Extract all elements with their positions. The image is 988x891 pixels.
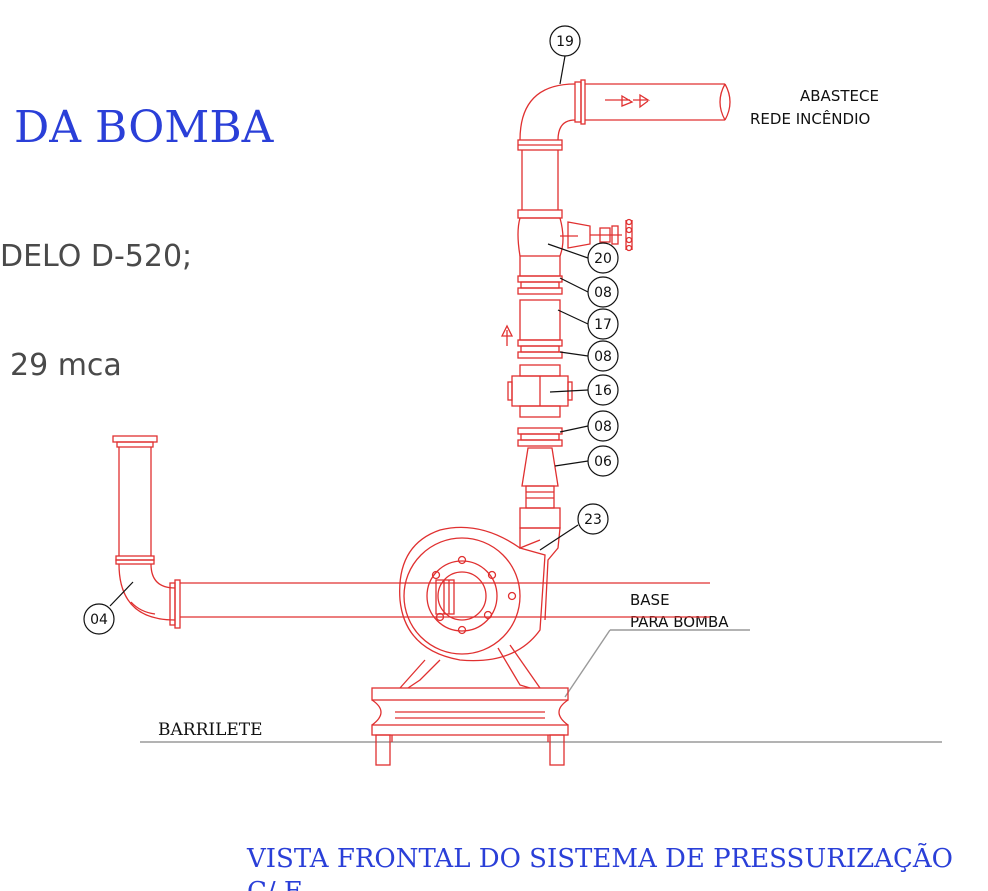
callout-23: 23 [539, 503, 609, 551]
svg-text:23: 23 [584, 512, 602, 528]
callout-19: 19 [549, 25, 581, 85]
caption-line-1: VISTA FRONTAL DO SISTEMA DE PRESSURIZAÇÃ… [246, 842, 953, 874]
caption-line-2: C/ E [247, 877, 303, 891]
svg-text:20: 20 [594, 251, 612, 267]
svg-text:19: 19 [556, 34, 574, 50]
supply-label-2: REDE INCÊNDIO [750, 109, 870, 128]
callout-20: 20 [547, 242, 619, 274]
svg-text:06: 06 [594, 454, 612, 470]
callout-06: 06 [554, 445, 619, 477]
callout-16: 16 [549, 374, 619, 406]
spec-model: DELO D-520; [0, 239, 192, 274]
svg-text:08: 08 [594, 349, 612, 365]
svg-text:17: 17 [594, 317, 612, 333]
floor-label: BARRILETE [158, 720, 263, 740]
callout-08c: 08 [559, 410, 619, 442]
spec-head: 29 mca [10, 348, 122, 383]
pump-body [399, 526, 561, 662]
base-label-2: PARA BOMBA [630, 613, 729, 631]
suction-pipe [112, 435, 710, 629]
callout-08b: 08 [559, 340, 619, 372]
discharge-riser [500, 79, 731, 529]
callout-17: 17 [557, 308, 619, 340]
pump-base [371, 644, 569, 766]
svg-text:04: 04 [90, 612, 108, 628]
base-leader [564, 629, 611, 698]
base-label-1: BASE [630, 591, 670, 609]
svg-text:16: 16 [594, 383, 612, 399]
svg-text:08: 08 [594, 285, 612, 301]
callout-08a: 08 [559, 276, 619, 308]
callout-04: 04 [83, 581, 134, 635]
title-fragment: DA BOMBA [14, 102, 275, 153]
svg-text:08: 08 [594, 419, 612, 435]
supply-label-1: ABASTECE [800, 87, 879, 105]
